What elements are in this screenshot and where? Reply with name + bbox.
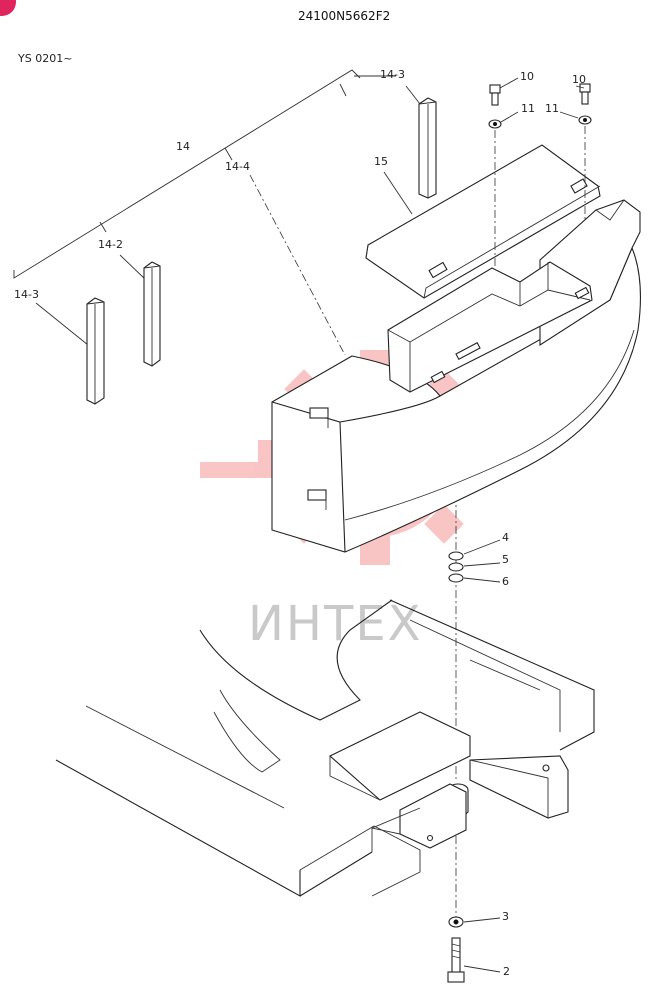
- callout-11-right: 11: [545, 102, 559, 115]
- washer-3: [448, 916, 464, 928]
- bar-14-3-top: [418, 97, 437, 199]
- callout-5: 5: [502, 553, 509, 566]
- callout-2: 2: [503, 965, 510, 978]
- group-14-bracket: 14: [13, 69, 396, 279]
- counterweight-14-4: [271, 199, 641, 553]
- cover-plate-15: [365, 144, 601, 299]
- callout-10-right: 10: [572, 73, 586, 86]
- callout-4: 4: [502, 531, 509, 544]
- callout-6: 6: [502, 575, 509, 588]
- callout-15: 15: [374, 155, 388, 168]
- callout-14-4: 14-4: [225, 160, 250, 173]
- callout-11-left: 11: [521, 102, 535, 115]
- serial-range: YS 0201~: [17, 52, 72, 65]
- truck-frame: [55, 599, 595, 897]
- part-number: 24100N5662F2: [298, 9, 390, 23]
- bolt-10-right: [579, 83, 591, 105]
- callout-14-3-left: 14-3: [14, 288, 39, 301]
- corner-badge: [0, 0, 16, 16]
- callout-10-left: 10: [520, 70, 534, 83]
- callout-14-3-top: 14-3: [380, 68, 405, 81]
- bar-14-2: [143, 261, 161, 367]
- callout-3: 3: [502, 910, 509, 923]
- watermark-text: ИНТЕХ: [248, 596, 423, 652]
- bar-14-3-left: [86, 297, 105, 405]
- callout-14-2: 14-2: [98, 238, 123, 251]
- bolt-2: [447, 937, 465, 983]
- washer-stack-4-5-6: [448, 551, 464, 583]
- bolt-10-left: [489, 84, 501, 106]
- callout-14: 14: [176, 140, 190, 153]
